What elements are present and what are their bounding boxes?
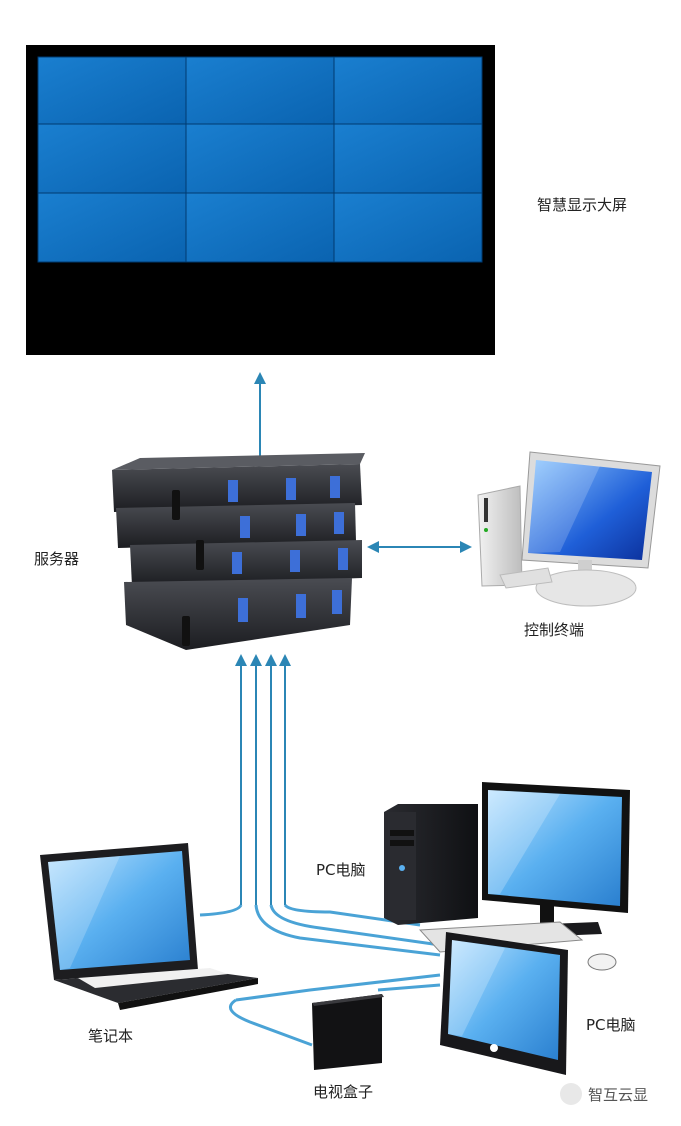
laptop <box>40 843 258 1010</box>
control-terminal <box>478 452 660 606</box>
mouse <box>588 954 616 970</box>
display-wall-panels <box>38 57 482 262</box>
pc-monitor-back <box>482 782 630 938</box>
pc-monitor-front <box>440 932 568 1075</box>
label-tv-box: 电视盒子 <box>313 1081 373 1102</box>
upward-arrows <box>241 660 285 905</box>
server-rack <box>112 453 365 650</box>
label-control-terminal: 控制终端 <box>524 619 584 640</box>
label-laptop: 笔记本 <box>88 1025 133 1046</box>
label-display-wall: 智慧显示大屏 <box>537 194 627 215</box>
label-server: 服务器 <box>34 548 79 569</box>
label-pc-top: PC电脑 <box>316 859 366 880</box>
wechat-icon <box>560 1083 582 1105</box>
tv-box <box>312 994 384 1070</box>
pc-tower <box>384 804 478 925</box>
watermark: 智互云显 <box>560 1083 648 1105</box>
label-pc-bottom: PC电脑 <box>586 1014 636 1035</box>
watermark-text: 智互云显 <box>588 1084 648 1105</box>
display-wall <box>26 45 495 355</box>
